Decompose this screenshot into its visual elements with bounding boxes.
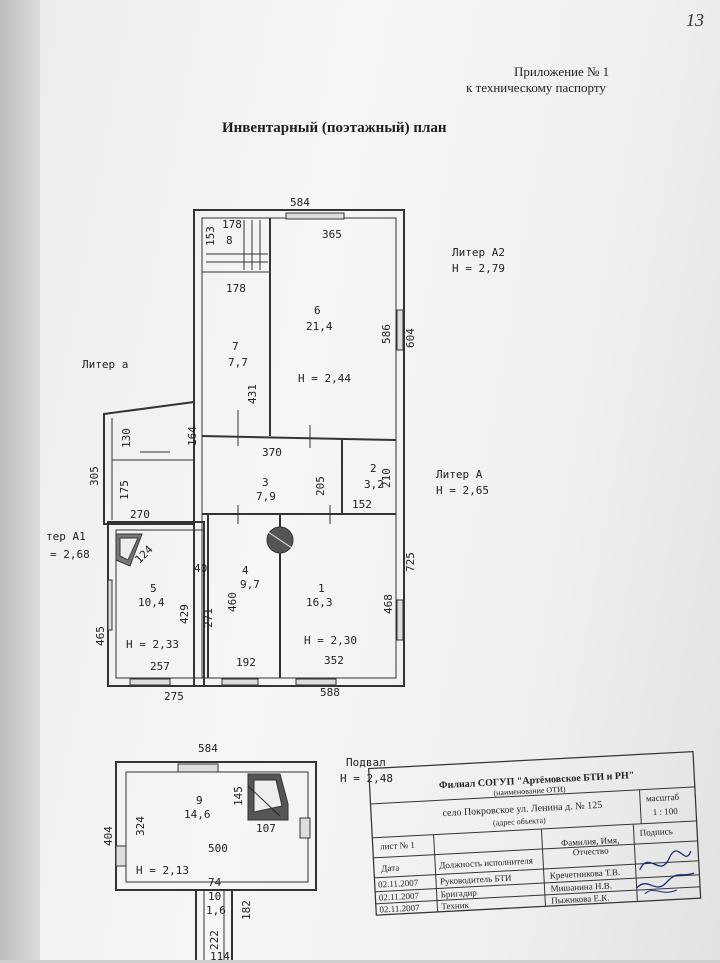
stamp-scale-label: масштаб xyxy=(645,791,680,804)
dim-175: 175 xyxy=(118,480,131,500)
dim-210: 210 xyxy=(380,468,393,488)
dim-271: 271 xyxy=(202,608,215,628)
basement-height-top: H = 2,48 xyxy=(340,772,393,785)
dim-431: 431 xyxy=(246,384,259,404)
dim-275: 275 xyxy=(164,690,184,703)
basement-dim-324: 324 xyxy=(134,816,147,836)
dim-178-top: 178 xyxy=(222,218,242,231)
page-number: 13 xyxy=(686,10,704,30)
dim-40: 40 xyxy=(194,562,208,575)
dim-460: 460 xyxy=(226,592,239,612)
document-sheet xyxy=(12,0,720,960)
stamp-row-2-date: 02.11.2007 xyxy=(378,890,420,903)
basement-height: H = 2,13 xyxy=(136,864,189,877)
room-6-area: 21,4 xyxy=(306,320,333,333)
basement-dim-74: 74 xyxy=(208,876,222,889)
dim-725: 725 xyxy=(404,552,417,572)
liter-a2-label: Литер А2 xyxy=(452,246,505,259)
room-4-number: 4 xyxy=(242,564,249,577)
basement-dim-584: 584 xyxy=(198,742,218,755)
dim-429: 429 xyxy=(178,604,191,624)
liter-a-small-label: Литер а xyxy=(82,358,129,371)
room-10-number: 10 xyxy=(208,890,222,903)
dim-465: 465 xyxy=(94,626,107,646)
dim-178: 178 xyxy=(226,282,246,295)
stamp-scale: 1 : 100 xyxy=(652,805,678,818)
dim-205: 205 xyxy=(314,476,327,496)
basement-dim-114: 114 xyxy=(210,950,230,963)
room-1-number: 1 xyxy=(318,582,325,595)
liter-a-label: Литер А xyxy=(436,468,483,481)
handwritten-signatures xyxy=(636,850,695,895)
dim-270: 270 xyxy=(130,508,150,521)
dim-468: 468 xyxy=(382,594,395,614)
dim-152: 152 xyxy=(352,498,372,511)
stamp-row-3-position: Техник xyxy=(441,899,470,912)
appendix-line-2: к техническому паспорту xyxy=(466,80,606,95)
room-9-area: 14,6 xyxy=(184,808,211,821)
dim-586: 586 xyxy=(380,324,393,344)
room-7-number: 7 xyxy=(232,340,239,353)
dim-164: 164 xyxy=(186,426,199,446)
liter-a-height: H = 2,65 xyxy=(436,484,489,497)
room-6-height: H = 2,44 xyxy=(298,372,351,385)
room-7-area: 7,7 xyxy=(228,356,248,369)
room-6-number: 6 xyxy=(314,304,321,317)
dim-588: 588 xyxy=(320,686,340,699)
room-8-number: 8 xyxy=(226,234,233,247)
stamp-row-1-date: 02.11.2007 xyxy=(377,877,419,890)
room-5-area: 10,4 xyxy=(138,596,165,609)
dim-153: 153 xyxy=(204,226,217,246)
room-1-height: H = 2,30 xyxy=(304,634,357,647)
room-4-area: 9,7 xyxy=(240,578,260,591)
stamp-col-signature: Подпись xyxy=(639,826,674,838)
room-2-area: 3,2 xyxy=(364,478,384,491)
dim-370: 370 xyxy=(262,446,282,459)
dim-365: 365 xyxy=(322,228,342,241)
appendix-line-1: Приложение № 1 xyxy=(514,64,610,79)
basement-dim-182: 182 xyxy=(240,900,253,920)
basement-dim-404: 404 xyxy=(102,826,115,846)
room-1-area: 16,3 xyxy=(306,596,333,609)
basement-label: Подвал xyxy=(346,756,386,769)
dim-352: 352 xyxy=(324,654,344,667)
dim-130: 130 xyxy=(120,428,133,448)
stamp-row-3-date: 02.11.2007 xyxy=(379,902,420,915)
stamp-row-2-position: Бригадир xyxy=(440,887,478,900)
dim-604: 604 xyxy=(404,328,417,348)
dim-192: 192 xyxy=(236,656,256,669)
page-shadow-edge xyxy=(0,0,40,960)
room-9-number: 9 xyxy=(196,794,203,807)
liter-a1-height: = 2,68 xyxy=(50,548,90,561)
stamp-col-date: Дата xyxy=(381,862,400,874)
basement-dim-500: 500 xyxy=(208,842,228,855)
plan-title: Инвентарный (поэтажный) план xyxy=(222,120,447,136)
room-3-area: 7,9 xyxy=(256,490,276,503)
basement-dim-222: 222 xyxy=(208,930,221,950)
room-2-number: 2 xyxy=(370,462,377,475)
basement-dim-145: 145 xyxy=(232,786,245,806)
liter-a1-label: тер А1 xyxy=(46,530,86,543)
room-5-number: 5 xyxy=(150,582,157,595)
room-10-area: 1,6 xyxy=(206,904,226,917)
dim-257: 257 xyxy=(150,660,170,673)
title-block-stamp: Филиал СОГУП "Артёмовское БТИ и РН" (наи… xyxy=(368,750,702,916)
liter-a2-height: H = 2,79 xyxy=(452,262,505,275)
stamp-sheet: лист № 1 xyxy=(379,839,416,852)
dim-584-top: 584 xyxy=(290,196,310,209)
dim-305: 305 xyxy=(88,466,101,486)
basement-dim-107: 107 xyxy=(256,822,276,835)
room-5-height: H = 2,33 xyxy=(126,638,179,651)
room-3-number: 3 xyxy=(262,476,269,489)
